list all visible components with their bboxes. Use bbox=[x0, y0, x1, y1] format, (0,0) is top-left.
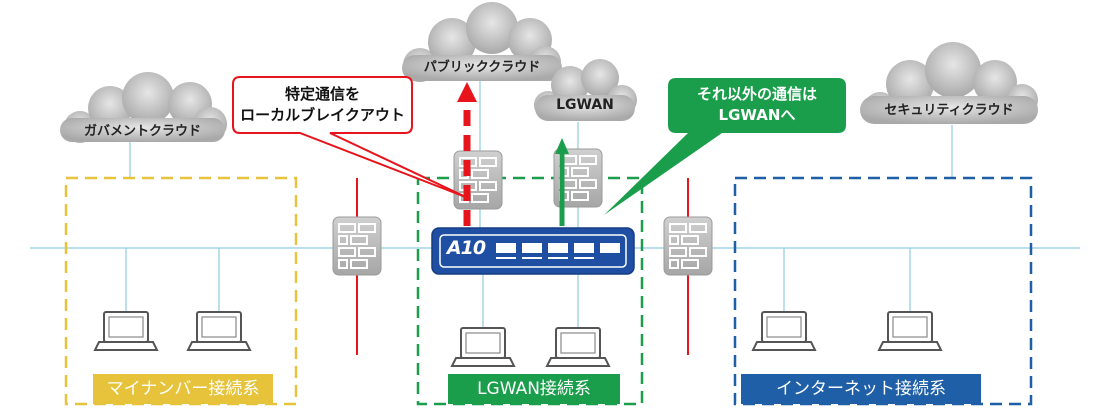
cloud-icon bbox=[860, 42, 1038, 124]
local-breakout-line2: ローカルブレイクアウト bbox=[240, 106, 405, 124]
laptop-icon bbox=[451, 327, 515, 367]
lgwan-route-arrow bbox=[555, 138, 569, 226]
laptop-icon bbox=[187, 311, 251, 351]
zone-label-lgwan: LGWAN接続系 bbox=[448, 374, 620, 404]
cloud-icon bbox=[60, 72, 227, 143]
zone-label-internet: インターネット接続系 bbox=[741, 374, 981, 404]
local-breakout-line1: 特定通信を bbox=[284, 85, 360, 103]
laptop-icon bbox=[752, 311, 816, 351]
a10-logo: A10 bbox=[446, 237, 486, 259]
firewall-icon bbox=[332, 216, 382, 276]
laptop-icon bbox=[546, 327, 610, 367]
laptop-icon bbox=[878, 311, 942, 351]
cloud-icon bbox=[534, 59, 637, 121]
a10-appliance-icon bbox=[431, 227, 635, 275]
firewall-icon bbox=[453, 150, 503, 210]
laptop-icon bbox=[94, 311, 158, 351]
gov-cloud-label: ガバメントクラウド bbox=[83, 124, 201, 139]
zone-frame-mynumber bbox=[64, 176, 298, 406]
lgwan-route-line1: それ以外の通信は bbox=[696, 85, 817, 103]
zone-frame-lgwan bbox=[416, 176, 644, 406]
firewall-icon bbox=[663, 216, 713, 276]
lgwan-route-text: それ以外の通信は LGWANへ bbox=[668, 84, 846, 126]
zone-frame-internet bbox=[733, 176, 1033, 406]
local-breakout-text: 特定通信を ローカルブレイクアウト bbox=[233, 84, 412, 126]
local-breakout-callout bbox=[232, 76, 469, 199]
public-cloud-label: パブリッククラウド bbox=[423, 60, 541, 75]
lgwan-cloud-label: LGWAN bbox=[556, 97, 614, 113]
zone-label-mynumber: マイナンバー接続系 bbox=[93, 374, 273, 404]
security-cloud-label: セキュリティクラウド bbox=[884, 103, 1014, 118]
laptop-connectors bbox=[125, 248, 911, 332]
lgwan-route-callout bbox=[604, 78, 846, 215]
lgwan-route-line2: LGWANへ bbox=[718, 106, 796, 124]
cloud-icon bbox=[402, 2, 562, 82]
local-breakout-arrow bbox=[457, 82, 477, 226]
